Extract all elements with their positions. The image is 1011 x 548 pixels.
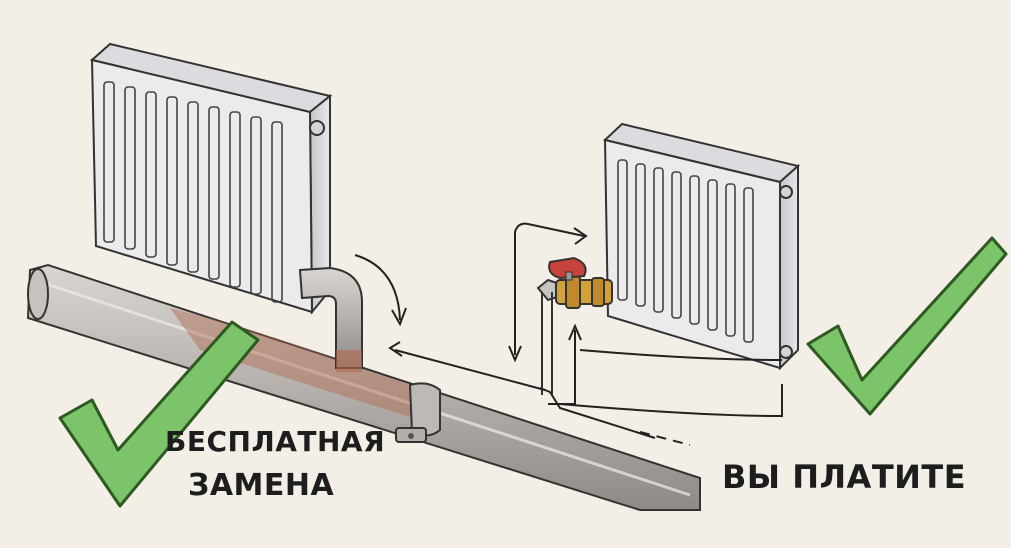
free-replacement-label-line1: БЕСПЛАТНАЯ xyxy=(165,425,386,458)
ball-valve xyxy=(536,256,613,395)
pipe-clamp xyxy=(395,382,441,443)
right-radiator xyxy=(602,122,801,371)
left-checkmark-icon xyxy=(58,320,260,508)
left-elbow-pipe xyxy=(298,266,363,372)
right-checkmark-icon xyxy=(806,236,1008,416)
free-replacement-label-line2: ЗАМЕНА xyxy=(188,468,335,503)
you-pay-label: ВЫ ПЛАТИТЕ xyxy=(722,458,967,496)
left-radiator xyxy=(89,42,333,315)
flow-arrows xyxy=(354,222,783,446)
